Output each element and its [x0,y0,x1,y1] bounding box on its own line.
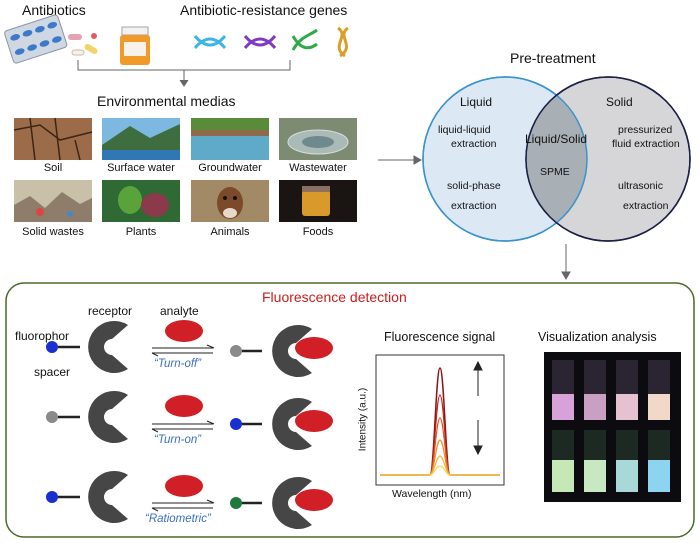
overlap-title: Liquid/Solid [525,132,588,146]
pretreatment-title: Pre-treatment [510,50,596,66]
analyte-label: analyte [160,304,199,318]
solid-wastes-photo [14,180,92,222]
capsule-icon [68,33,98,56]
media-label-animals: Animals [210,226,250,238]
media-label-foods: Foods [302,226,334,238]
spacer-label: spacer [34,365,71,379]
plants-photo [102,180,180,222]
wastewater-photo [279,118,357,160]
signal-title: Fluorescence signal [384,330,496,344]
detection-title: Fluorescence detection [262,289,407,305]
groundwater-photo [191,118,269,160]
soil-photo [13,117,93,161]
arrow-to-detection [561,244,571,281]
signal-plot [375,354,505,486]
solid-method-1b: fluid extraction [612,138,680,150]
media-label-soil: Soil [43,162,63,174]
fluorophor-label: fluorophor [15,329,70,343]
dna-icon [193,26,350,58]
fluorophor-dot-gray [46,411,58,423]
media-label-solid-wastes: Solid wastes [22,226,84,238]
genes-title: Antibiotic-resistance genes [180,2,348,18]
analyte-ellipse [165,320,203,342]
solid-method-1: pressurized [618,124,673,136]
media-label-plants: Plants [125,226,157,238]
receptor-shape [88,321,128,373]
merge-bracket [77,60,291,87]
overlap-method: SPME [540,166,570,178]
pill-blister-icon [4,14,68,64]
mode-turn-on: “Turn-on” [154,434,202,446]
media-label-groundwater: Groundwater [198,162,262,174]
liquid-method-2b: extraction [451,200,497,212]
solid-title: Solid [606,95,633,109]
overlap-region [526,95,587,223]
env-title: Environmental medias [97,93,236,109]
liquid-method-1b: extraction [451,138,497,150]
mode-turn-off: “Turn-off” [154,358,202,370]
visual-title: Visualization analysis [538,330,657,344]
pill-bottle-icon [120,26,150,65]
receptor-label: receptor [88,304,133,318]
mode-ratiometric: “Ratiometric” [145,513,211,525]
vials-photo [544,352,681,502]
signal-xlabel: Wavelength (nm) [392,488,472,500]
fluorophor-dot-blue [46,341,58,353]
solid-method-2: ultrasonic [618,180,663,192]
detection-box [5,282,695,538]
liquid-method-2: solid-phase [447,180,501,192]
signal-ylabel: Intensity (a.u.) [357,387,369,452]
fluorophor-dot-green [230,497,242,509]
foods-photo [279,180,357,222]
animals-photo [191,180,269,222]
sensor-row-turn-on [46,391,333,451]
trend-arrows [473,360,483,456]
liquid-title: Liquid [460,95,493,109]
media-label-wastewater: Wastewater [289,162,347,174]
venn-diagram [422,76,691,242]
sensor-row-ratiometric [46,471,333,529]
sensor-row-turn-off [46,320,333,377]
fluorophor-dot-quenched [230,345,242,357]
liquid-method-1: liquid-liquid [438,124,491,136]
surface-water-photo [102,118,180,160]
antibiotics-title: Antibiotics [22,2,86,18]
arrow-to-pretreatment [378,155,423,165]
solid-method-2b: extraction [623,200,669,212]
media-label-surface-water: Surface water [107,162,175,174]
